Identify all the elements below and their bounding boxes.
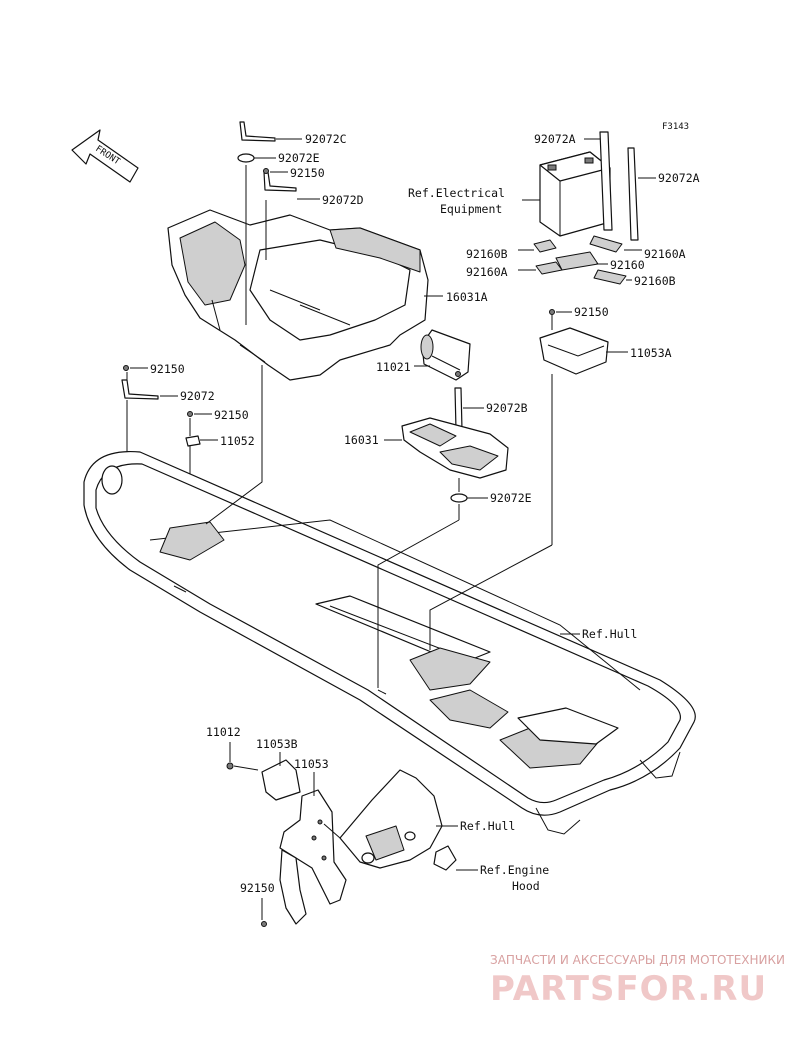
- front-arrow-icon: FRONT: [71, 129, 139, 183]
- label-92072E-mid: 92072E: [490, 491, 532, 505]
- label-92160A-right: 92160A: [644, 247, 686, 261]
- label-16031: 16031: [344, 433, 379, 447]
- bracket-drawing: [226, 759, 347, 927]
- battery-pads-drawing: [533, 235, 627, 285]
- label-92160B-left: 92160B: [466, 247, 508, 261]
- watermark-brand: PARTSFOR.RU: [490, 969, 767, 1009]
- filter-11021-drawing: [420, 329, 471, 381]
- label-16031A: 16031A: [446, 290, 488, 304]
- label-92150-bottom: 92150: [240, 881, 275, 895]
- mat-16031-drawing: [401, 417, 509, 479]
- label-ref-engine-2: Hood: [512, 879, 540, 893]
- label-92072B: 92072B: [486, 401, 528, 415]
- label-11053B: 11053B: [256, 737, 298, 751]
- label-ref-electrical-1: Ref.Electrical: [408, 186, 505, 200]
- label-ref-electrical-2: Equipment: [440, 202, 502, 216]
- watermark-tagline: ЗАПЧАСТИ И АКСЕССУАРЫ ДЛЯ МОТОТЕХНИКИ: [490, 953, 785, 967]
- battery-tray-drawing: [539, 309, 609, 545]
- label-11053A: 11053A: [630, 346, 672, 360]
- label-92072A-left: 92072A: [534, 132, 576, 146]
- label-92072E-top: 92072E: [278, 151, 320, 165]
- label-11052: 11052: [220, 434, 255, 448]
- label-ref-hull-1: Ref.Hull: [582, 627, 637, 641]
- label-92150-left: 92150: [150, 362, 185, 376]
- mat-16031A-drawing: [167, 209, 429, 381]
- figure-code: F3143: [662, 122, 689, 132]
- label-11053: 11053: [294, 757, 329, 771]
- label-ref-hull-2: Ref.Hull: [460, 819, 515, 833]
- label-92072C: 92072C: [305, 132, 347, 146]
- label-11012: 11012: [206, 725, 241, 739]
- label-92160B-right: 92160B: [634, 274, 676, 288]
- label-ref-engine-1: Ref.Engine: [480, 863, 549, 877]
- label-92072D: 92072D: [322, 193, 364, 207]
- label-92160: 92160: [610, 258, 645, 272]
- label-11021: 11021: [376, 360, 411, 374]
- label-92072: 92072: [180, 389, 215, 403]
- label-92150-left2: 92150: [214, 408, 249, 422]
- label-92150-top: 92150: [290, 166, 325, 180]
- label-92160A-left: 92160A: [466, 265, 508, 279]
- hull-drawing: [83, 450, 696, 835]
- label-92072A-right: 92072A: [658, 171, 700, 185]
- battery-drawing: [539, 131, 639, 241]
- strap-92072B-drawing: [454, 387, 484, 431]
- label-92150-right: 92150: [574, 305, 609, 319]
- engine-hood-drawing: [323, 769, 457, 871]
